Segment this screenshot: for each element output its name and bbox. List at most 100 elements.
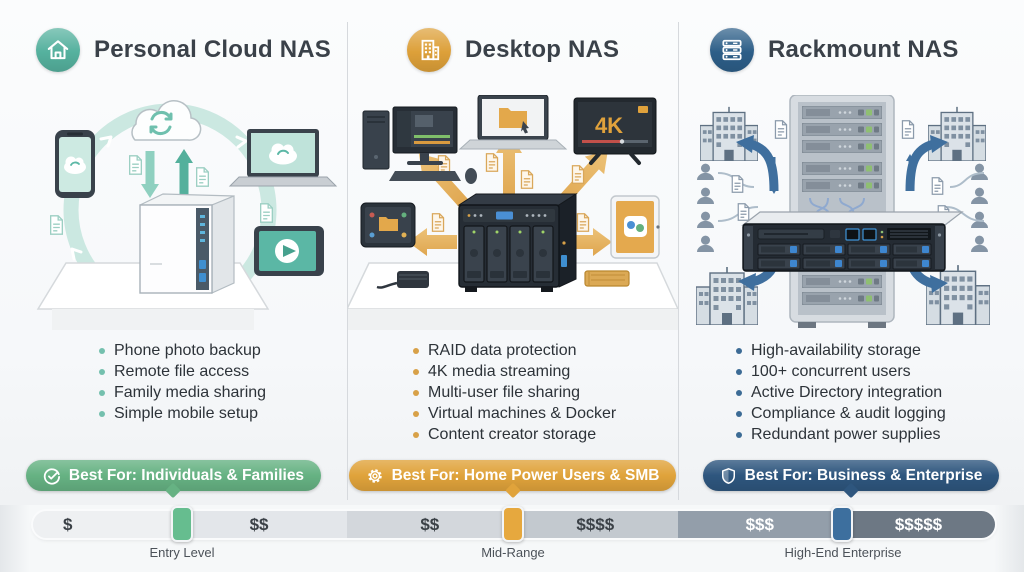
document-icon (737, 203, 750, 221)
user-icons-right (971, 163, 988, 252)
feature-item: Remote file access (99, 361, 266, 382)
phone-icon (55, 130, 95, 198)
document-icon (731, 175, 744, 193)
bullet-dot (413, 389, 419, 396)
price-tier-label: Mid-Range (481, 545, 545, 560)
desktop-nas-illustration: 4K (347, 95, 678, 330)
feature-item: Simple mobile setup (99, 403, 266, 424)
column-title: Rackmount NAS (768, 36, 959, 63)
building-icon (407, 28, 451, 72)
badge-tail (504, 482, 521, 499)
cloud-sync-icon (131, 99, 202, 141)
price-segment: $$$ (677, 511, 843, 538)
bullet-dot (413, 431, 419, 438)
building-icon (700, 106, 758, 161)
nas-tower (139, 193, 235, 294)
rackmount-illustration (696, 95, 990, 328)
feature-item: Compliance & audit logging (736, 403, 946, 424)
tablet-apps-icon (360, 202, 416, 248)
document-icon (576, 213, 590, 232)
building-icon (696, 266, 758, 325)
personal-cloud-illustration (36, 99, 338, 330)
bullet-dot (736, 389, 742, 396)
column-personal-cloud-nas: Personal Cloud NAS (0, 0, 347, 505)
laptop-icon (228, 129, 338, 187)
document-icon (195, 167, 210, 187)
bullet-dot (413, 347, 419, 354)
column-desktop-nas: Desktop NAS (347, 0, 678, 505)
desktop-header: Desktop NAS (407, 28, 619, 72)
gear-icon (367, 468, 382, 483)
badge-tail (165, 482, 182, 499)
personal-header: Personal Cloud NAS (36, 28, 331, 72)
feature-item: High-availability storage (736, 340, 946, 361)
feature-list: Phone photo backup Remote file access Fa… (99, 340, 266, 424)
best-for-badge: Best For: Business & Enterprise (702, 460, 1000, 499)
document-icon (774, 120, 788, 139)
price-segment: $$$$$ (842, 511, 995, 538)
bullet-dot (736, 431, 742, 438)
shield-icon (721, 467, 735, 484)
bullet-dot (413, 368, 419, 375)
drive-bays (757, 243, 932, 270)
price-segment: $$$$ (513, 511, 678, 538)
badge-tail (843, 482, 859, 499)
document-icon (901, 120, 915, 139)
price-scale: $ $$ $$ $$$$ $$$ $$$$$ (33, 511, 995, 538)
badge-label: Best For: Home Power Users & SMB (391, 466, 660, 484)
check-circle-icon (43, 467, 60, 485)
column-divider (347, 22, 348, 500)
bullet-dot (99, 389, 105, 396)
column-title: Desktop NAS (465, 36, 620, 63)
badge-label: Best For: Business & Enterprise (744, 466, 983, 484)
badge-label: Best For: Individuals & Families (68, 466, 305, 484)
feature-item: Virtual machines & Docker (413, 403, 616, 424)
desktop-pc-icon (362, 106, 477, 184)
document-icon (485, 153, 499, 172)
building-icon (926, 264, 990, 325)
home-icon (36, 28, 80, 72)
document-icon (128, 155, 143, 175)
bullet-dot (736, 347, 742, 354)
feature-list: High-availability storage 100+ concurren… (736, 340, 946, 445)
feature-item: RAID data protection (413, 340, 616, 361)
notebook (584, 270, 630, 287)
feature-item: 4K media streaming (413, 361, 616, 382)
rackmount-header: Rackmount NAS (710, 28, 959, 72)
best-for-badge: Best For: Home Power Users & SMB (348, 460, 677, 499)
rackmount-nas (741, 211, 964, 272)
document-icon (931, 177, 944, 195)
bullet-dot (99, 410, 105, 417)
bullet-dot (99, 368, 105, 375)
price-segment: $$ (171, 511, 347, 538)
server-stack-icon (710, 28, 754, 72)
laptop-icon (458, 95, 568, 150)
feature-item: Redundant power supplies (736, 424, 946, 445)
best-for-badge: Best For: Individuals & Families (25, 460, 322, 499)
price-segment: $$ (346, 511, 514, 538)
tablet-creator-icon (610, 195, 660, 259)
price-tier-label: High-End Enterprise (784, 545, 902, 560)
column-rackmount-nas: Rackmount NAS (678, 0, 1024, 505)
column-title: Personal Cloud NAS (94, 36, 331, 63)
document-icon (259, 203, 274, 223)
feature-item: Content creator storage (413, 424, 616, 445)
power-adapter (376, 271, 429, 289)
bullet-dot (99, 347, 105, 354)
bullet-dot (736, 410, 742, 417)
document-icon (49, 215, 64, 235)
bullet-dot (736, 368, 742, 375)
document-icon (431, 213, 445, 232)
tv-4k-icon: 4K (573, 97, 657, 165)
price-segment: $ (33, 511, 172, 538)
feature-list: RAID data protection 4K media streaming … (413, 340, 616, 445)
feature-item: Phone photo backup (99, 340, 266, 361)
svg-text:4K: 4K (595, 113, 623, 138)
nas-4bay (457, 193, 578, 292)
document-icon (520, 170, 534, 189)
feature-item: Multi-user file sharing (413, 382, 616, 403)
feature-item: Active Directory integration (736, 382, 946, 403)
building-icon (928, 106, 986, 161)
tablet-media-icon (254, 226, 324, 276)
feature-item: 100+ concurrent users (736, 361, 946, 382)
